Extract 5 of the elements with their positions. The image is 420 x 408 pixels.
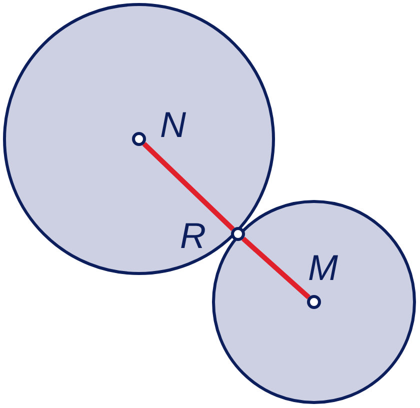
point-label: N [160, 107, 186, 143]
point-label: M [308, 250, 338, 286]
line-segment [242, 236, 310, 300]
point-label: R [180, 218, 206, 254]
line-segment [142, 142, 235, 231]
